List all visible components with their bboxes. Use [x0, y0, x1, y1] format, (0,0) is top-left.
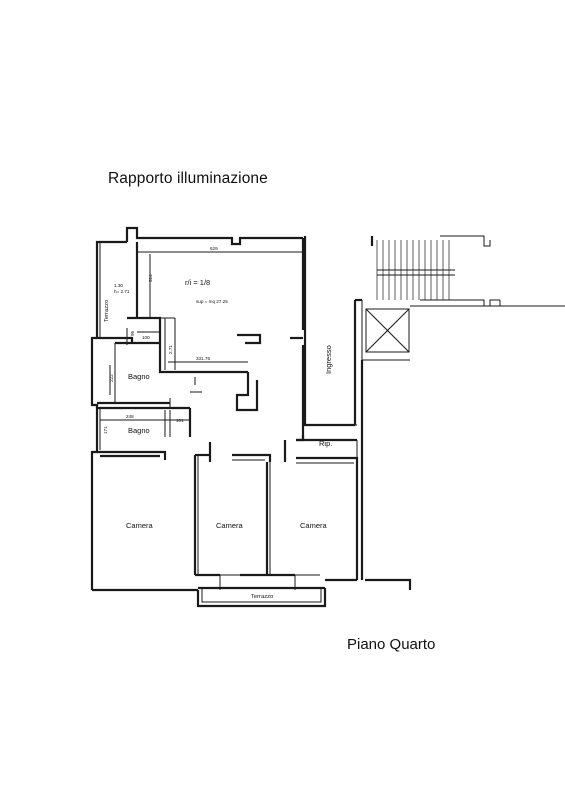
dim-248: 248	[126, 414, 134, 419]
camera-1-label: Camera	[126, 521, 154, 530]
bagno-2-label: Bagno	[128, 426, 150, 435]
ratio-label: r/i = 1/8	[185, 278, 210, 287]
dim-314: 314	[148, 274, 153, 282]
dimension-labels: 629 314 1.30 h= 2.71 95 100 2.71 331.76 …	[103, 246, 218, 434]
room-labels: Terrazzo r/i = 1/8 sup = mq 27.25 Ingres…	[104, 278, 333, 600]
bagno-1-walls	[97, 328, 171, 408]
floor-label: Piano Quarto	[347, 636, 436, 653]
dim-271: 2.71	[168, 345, 173, 354]
bagno-2-walls	[97, 406, 192, 460]
stair-treads	[376, 240, 455, 300]
stairwell	[355, 235, 565, 580]
camera-2-label: Camera	[216, 521, 244, 530]
camera-3-label: Camera	[300, 521, 328, 530]
living-room-walls	[127, 242, 306, 440]
dim-130: 1.30	[114, 283, 123, 288]
dim-101: 101	[176, 418, 184, 423]
terrazzo-top-label: Terrazzo	[104, 300, 110, 322]
dim-271h: h= 2.71	[114, 289, 130, 294]
entrance-walls	[296, 236, 358, 458]
dim-95: 95	[130, 330, 135, 336]
bedroom-walls	[193, 440, 359, 590]
rip-label: Rip.	[319, 439, 332, 448]
dim-171: 171	[103, 426, 108, 434]
dim-100: 100	[142, 335, 150, 340]
dim-629: 629	[210, 246, 218, 251]
dim-331: 331.76	[196, 356, 210, 361]
terrazzo-bottom-label: Terrazzo	[251, 594, 273, 600]
surface-label: sup = mq 27.25	[196, 299, 228, 304]
ingresso-label: Ingresso	[324, 345, 333, 374]
dim-222: 222	[109, 374, 114, 382]
bagno-1-label: Bagno	[128, 372, 150, 381]
page-title: Rapporto illuminazione	[108, 170, 268, 187]
